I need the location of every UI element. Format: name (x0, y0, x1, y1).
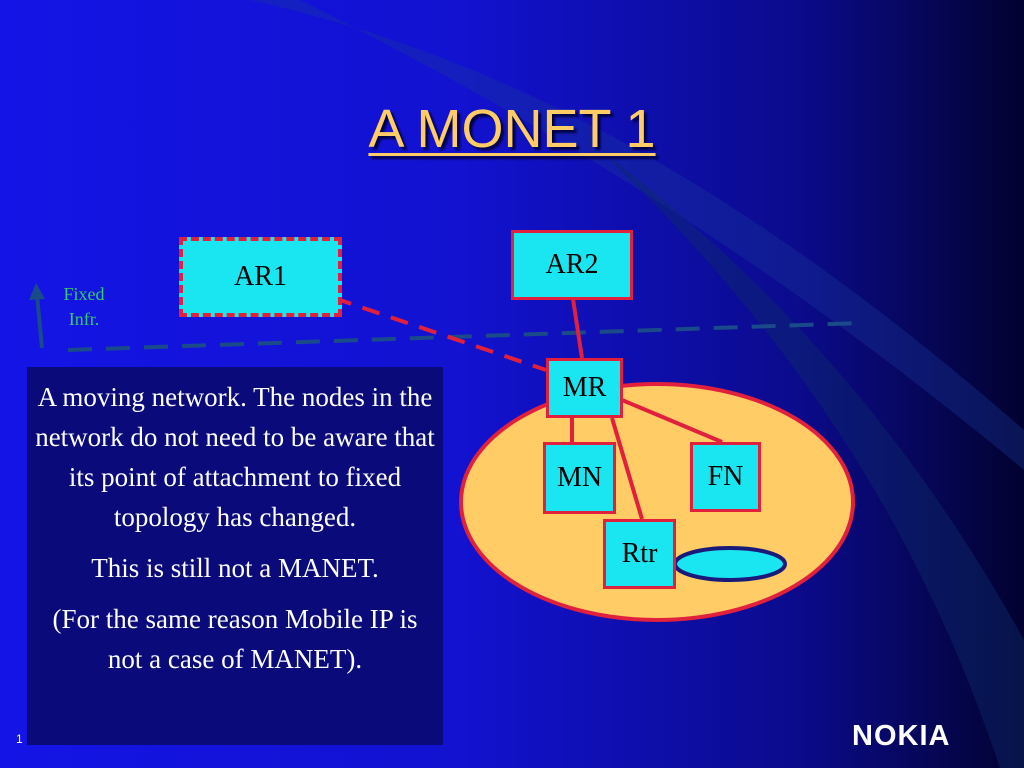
nokia-logo: NOKIA (852, 720, 951, 752)
node-fn: FN (690, 442, 761, 512)
node-label: FN (707, 461, 744, 492)
description-paragraph: This is still not a MANET. (91, 553, 379, 583)
node-ar1: AR1 (179, 237, 342, 317)
slide-number: 1 (16, 732, 23, 746)
node-mr: MR (546, 358, 623, 418)
background-swoosh-dark (600, 150, 1024, 768)
link-ar1-mr (333, 296, 547, 372)
up-arrow-icon (29, 283, 45, 349)
description-box: A moving network. The nodes in the netwo… (27, 367, 443, 745)
slide-title: A MONET 1 (368, 99, 656, 159)
node-label: MN (556, 462, 603, 493)
node-label: AR1 (234, 261, 287, 292)
node-label: AR2 (545, 249, 599, 280)
link-mr-fn (621, 398, 723, 444)
link-ar2-mr (571, 298, 584, 359)
description-paragraph: (For the same reason Mobile IP is not a … (52, 604, 418, 674)
description-paragraph: A moving network. The nodes in the netwo… (35, 382, 435, 532)
fixed-infrastructure-label: Fixed Infr. (40, 282, 128, 332)
node-ar2: AR2 (511, 230, 633, 300)
node-rtr: Rtr (603, 519, 676, 589)
sub-network (673, 546, 787, 582)
link-mr-rtr (610, 417, 644, 520)
label-line: Fixed (63, 284, 105, 304)
label-line: Infr. (68, 309, 100, 329)
node-mn: MN (543, 442, 616, 514)
node-label: Rtr (621, 538, 658, 569)
fixed-infrastructure-boundary (67, 321, 863, 352)
node-label: MR (562, 372, 607, 403)
